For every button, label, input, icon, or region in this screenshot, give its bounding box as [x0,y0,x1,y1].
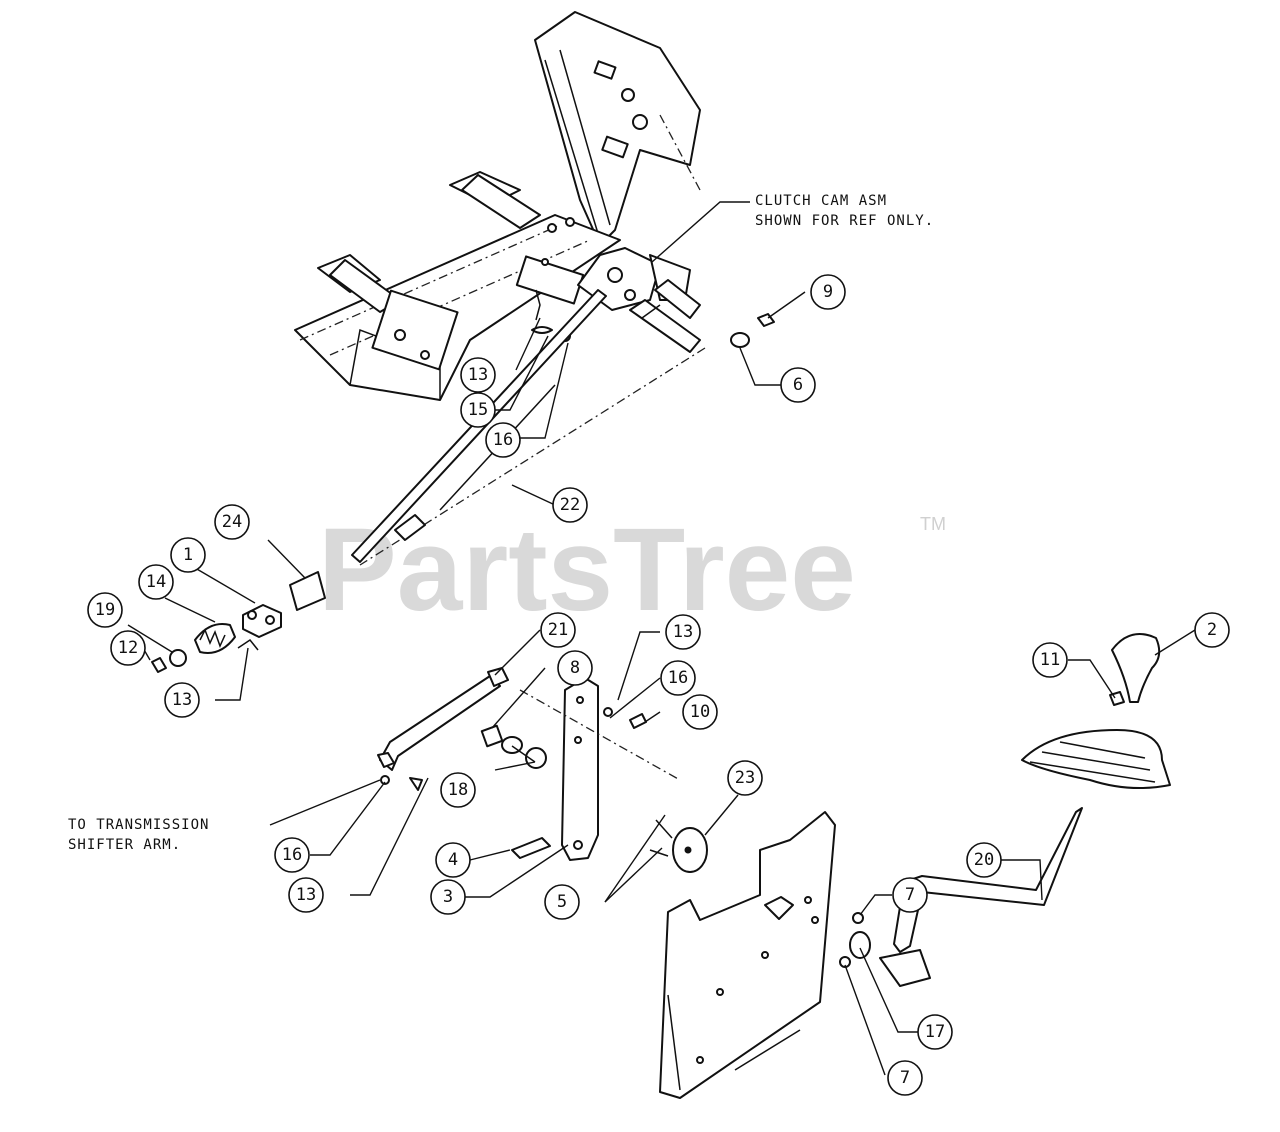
callout-label: 14 [146,572,166,592]
chassis-frame [294,11,775,566]
callout-label: 7 [905,885,915,905]
shift-linkage [377,667,708,873]
callout-16-mid[interactable]: 16 [660,660,696,696]
leader-lines [127,201,1196,1076]
callout-20[interactable]: 20 [966,842,1002,878]
callout-label: 13 [172,690,192,710]
callout-label: 21 [548,620,568,640]
callout-15[interactable]: 15 [460,392,496,428]
callout-18[interactable]: 18 [440,772,476,808]
side-plate [659,811,836,1099]
callout-23[interactable]: 23 [727,760,763,796]
callout-16-left[interactable]: 16 [274,837,310,873]
callout-label: 16 [282,845,302,865]
callout-label: 9 [823,282,833,302]
callout-21[interactable]: 21 [540,612,576,648]
note-transmission-line2: SHIFTER ARM. [68,837,181,853]
callout-label: 11 [1040,650,1060,670]
callout-13-left[interactable]: 13 [164,682,200,718]
callout-19[interactable]: 19 [87,592,123,628]
callout-4[interactable]: 4 [435,842,471,878]
callout-label: 20 [974,850,994,870]
watermark-trademark: TM [920,514,946,534]
callout-6[interactable]: 6 [780,367,816,403]
callout-label: 10 [690,702,710,722]
callout-label: 12 [118,638,138,658]
callout-label: 24 [222,512,242,532]
callout-label: 22 [560,495,580,515]
callout-label: 5 [557,892,567,912]
callout-17[interactable]: 17 [917,1014,953,1050]
callout-10[interactable]: 10 [682,694,718,730]
callout-label: 13 [673,622,693,642]
callout-label: 17 [925,1022,945,1042]
callout-label: 7 [900,1068,910,1088]
callout-14[interactable]: 14 [138,564,174,600]
shift-lever-assembly [839,633,1171,987]
callout-7-bottom[interactable]: 7 [887,1060,923,1096]
callout-label: 15 [468,400,488,420]
callout-8[interactable]: 8 [557,650,593,686]
callout-13-mid[interactable]: 13 [665,614,701,650]
callout-1[interactable]: 1 [170,537,206,573]
note-clutch-cam-line1: CLUTCH CAM ASM [755,193,887,209]
callout-label: 13 [296,885,316,905]
callout-5[interactable]: 5 [544,884,580,920]
callout-3[interactable]: 3 [430,879,466,915]
callout-label: 19 [95,600,115,620]
callout-9[interactable]: 9 [810,274,846,310]
note-transmission-line1: TO TRANSMISSION [68,817,209,833]
watermark: PartsTree [318,504,856,636]
callout-12[interactable]: 12 [110,630,146,666]
callout-label: 3 [443,887,453,907]
callout-11[interactable]: 11 [1032,642,1068,678]
callout-7-top[interactable]: 7 [892,877,928,913]
callout-22[interactable]: 22 [552,487,588,523]
callout-13-top[interactable]: 13 [460,357,496,393]
callout-label: 18 [448,780,468,800]
callout-24[interactable]: 24 [214,504,250,540]
callout-16-top[interactable]: 16 [485,422,521,458]
callout-label: 1 [183,545,193,565]
callout-label: 8 [570,658,580,678]
callout-label: 2 [1207,620,1217,640]
callout-2[interactable]: 2 [1194,612,1230,648]
callout-label: 6 [793,375,803,395]
callout-label: 13 [468,365,488,385]
callout-label: 23 [735,768,755,788]
callout-13-bottom[interactable]: 13 [288,877,324,913]
callout-label: 16 [493,430,513,450]
callout-label: 4 [448,850,458,870]
note-clutch-cam-line2: SHOWN FOR REF ONLY. [755,213,934,229]
callout-label: 16 [668,668,688,688]
